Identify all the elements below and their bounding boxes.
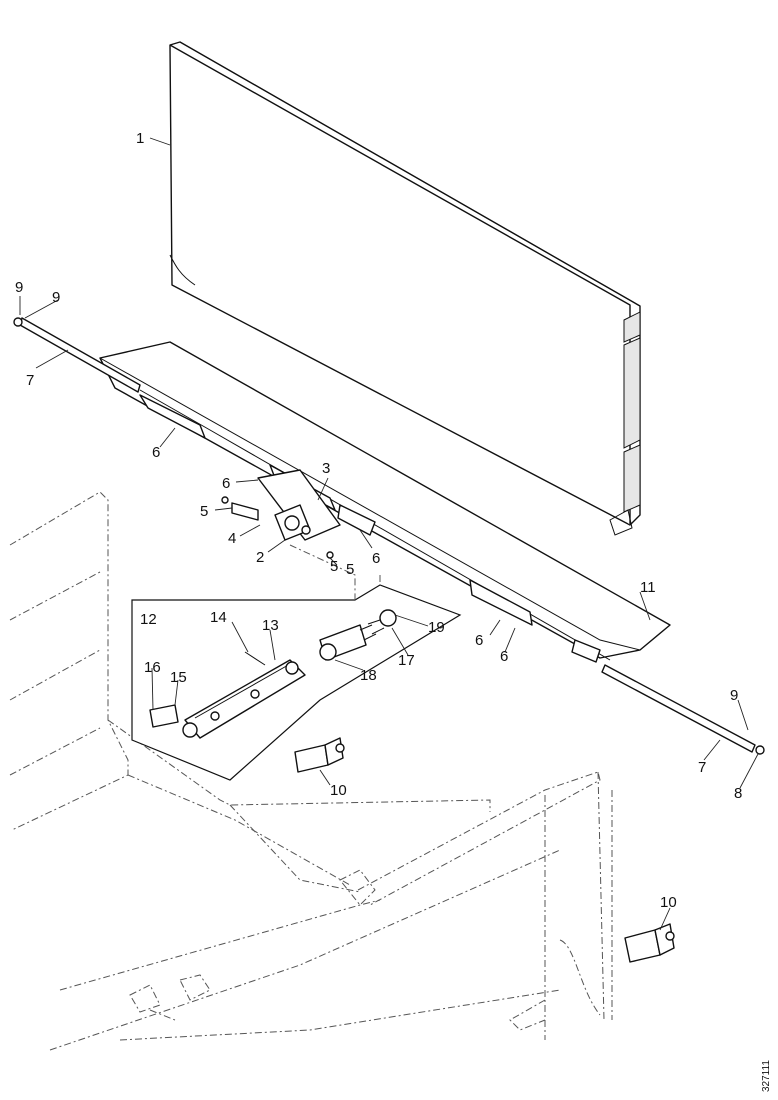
callout-5-right: 5 bbox=[346, 561, 354, 578]
callout-2: 2 bbox=[256, 549, 264, 566]
callout-6-left: 6 bbox=[152, 444, 160, 461]
callout-5-left: 5 bbox=[200, 503, 208, 520]
damper-mechanism bbox=[149, 609, 397, 739]
callout-14: 14 bbox=[210, 609, 227, 626]
cabinet-phantom-outline bbox=[9, 491, 613, 1051]
callout-15: 15 bbox=[170, 669, 187, 686]
callout-9-left-top: 9 bbox=[15, 279, 23, 296]
callout-labels: 1 9 9 7 6 6 3 5 4 2 5 6 5 11 12 14 13 19… bbox=[15, 130, 742, 911]
callout-10-upper: 10 bbox=[330, 782, 347, 799]
callout-16: 16 bbox=[144, 659, 161, 676]
callout-9-right: 9 bbox=[730, 687, 738, 704]
callout-4: 4 bbox=[228, 530, 236, 547]
callout-7-right: 7 bbox=[698, 759, 706, 776]
callout-3: 3 bbox=[322, 460, 330, 477]
callout-6-right: 6 bbox=[475, 632, 483, 649]
callout-5-mid: 5 bbox=[330, 558, 338, 575]
leader-lines bbox=[19, 137, 759, 931]
callout-12: 12 bbox=[140, 611, 157, 628]
callout-18: 18 bbox=[360, 667, 377, 684]
hinge-bracket-assembly bbox=[221, 469, 341, 559]
callout-10-lower: 10 bbox=[660, 894, 677, 911]
figure-id: 327111 bbox=[761, 1060, 772, 1092]
callout-1: 1 bbox=[136, 130, 144, 147]
callout-6-far-right: 6 bbox=[500, 648, 508, 665]
callout-9-left: 9 bbox=[52, 289, 60, 306]
callout-8-right: 8 bbox=[734, 785, 742, 802]
callout-11: 11 bbox=[640, 579, 656, 596]
callout-6-mid: 6 bbox=[222, 475, 230, 492]
callout-17: 17 bbox=[398, 652, 415, 669]
callout-13: 13 bbox=[262, 617, 279, 634]
door-panel bbox=[169, 41, 641, 536]
latch-block-lower bbox=[624, 923, 675, 963]
callout-6-center: 6 bbox=[372, 550, 380, 567]
latch-block-upper bbox=[294, 737, 345, 773]
detail-inset-box bbox=[131, 544, 462, 781]
door-frame-rail bbox=[99, 341, 671, 663]
callout-19: 19 bbox=[428, 619, 445, 636]
hinge-rod-left bbox=[13, 317, 141, 393]
callout-7-left: 7 bbox=[26, 372, 34, 389]
hinge-rod-right bbox=[601, 664, 765, 755]
